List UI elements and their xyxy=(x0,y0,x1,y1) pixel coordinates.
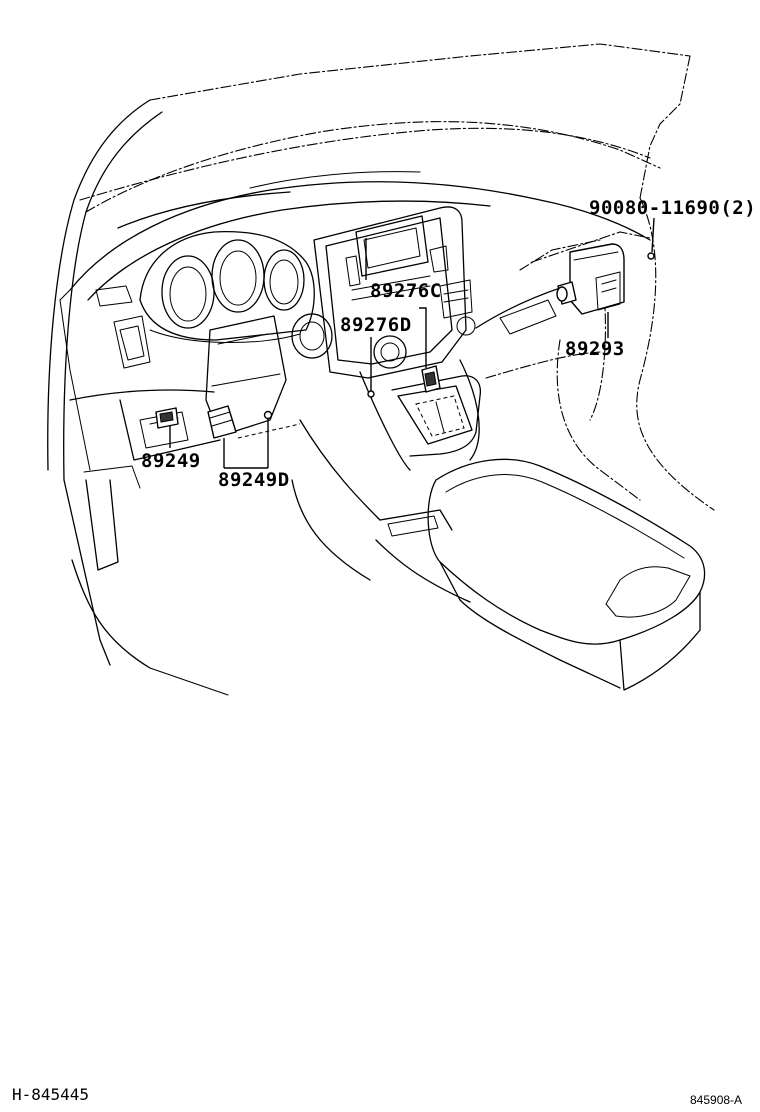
dashboard-top xyxy=(59,171,651,471)
leader-lines xyxy=(169,217,655,469)
callout-89293: 89293 xyxy=(565,338,625,360)
part-89276d-sensor xyxy=(367,365,441,398)
center-stack xyxy=(313,206,476,379)
center-console xyxy=(291,359,482,603)
armrest xyxy=(427,458,706,691)
callout-89249: 89249 xyxy=(141,450,201,472)
part-89293-ecu xyxy=(556,243,655,315)
part-89249d-sensor xyxy=(207,405,273,439)
footer-right-ref: 845908-A xyxy=(690,1093,742,1107)
part-89249-switch xyxy=(155,407,179,429)
callout-89249d: 89249D xyxy=(218,469,290,491)
steering-column xyxy=(205,313,333,437)
footer-left-ref: H-845445 xyxy=(12,1085,89,1104)
vehicle-body-outline xyxy=(47,43,715,696)
callout-90080-11690: 90080-11690(2) xyxy=(589,197,756,219)
callout-89276c: 89276C xyxy=(370,280,442,302)
callout-89276d: 89276D xyxy=(340,314,412,336)
